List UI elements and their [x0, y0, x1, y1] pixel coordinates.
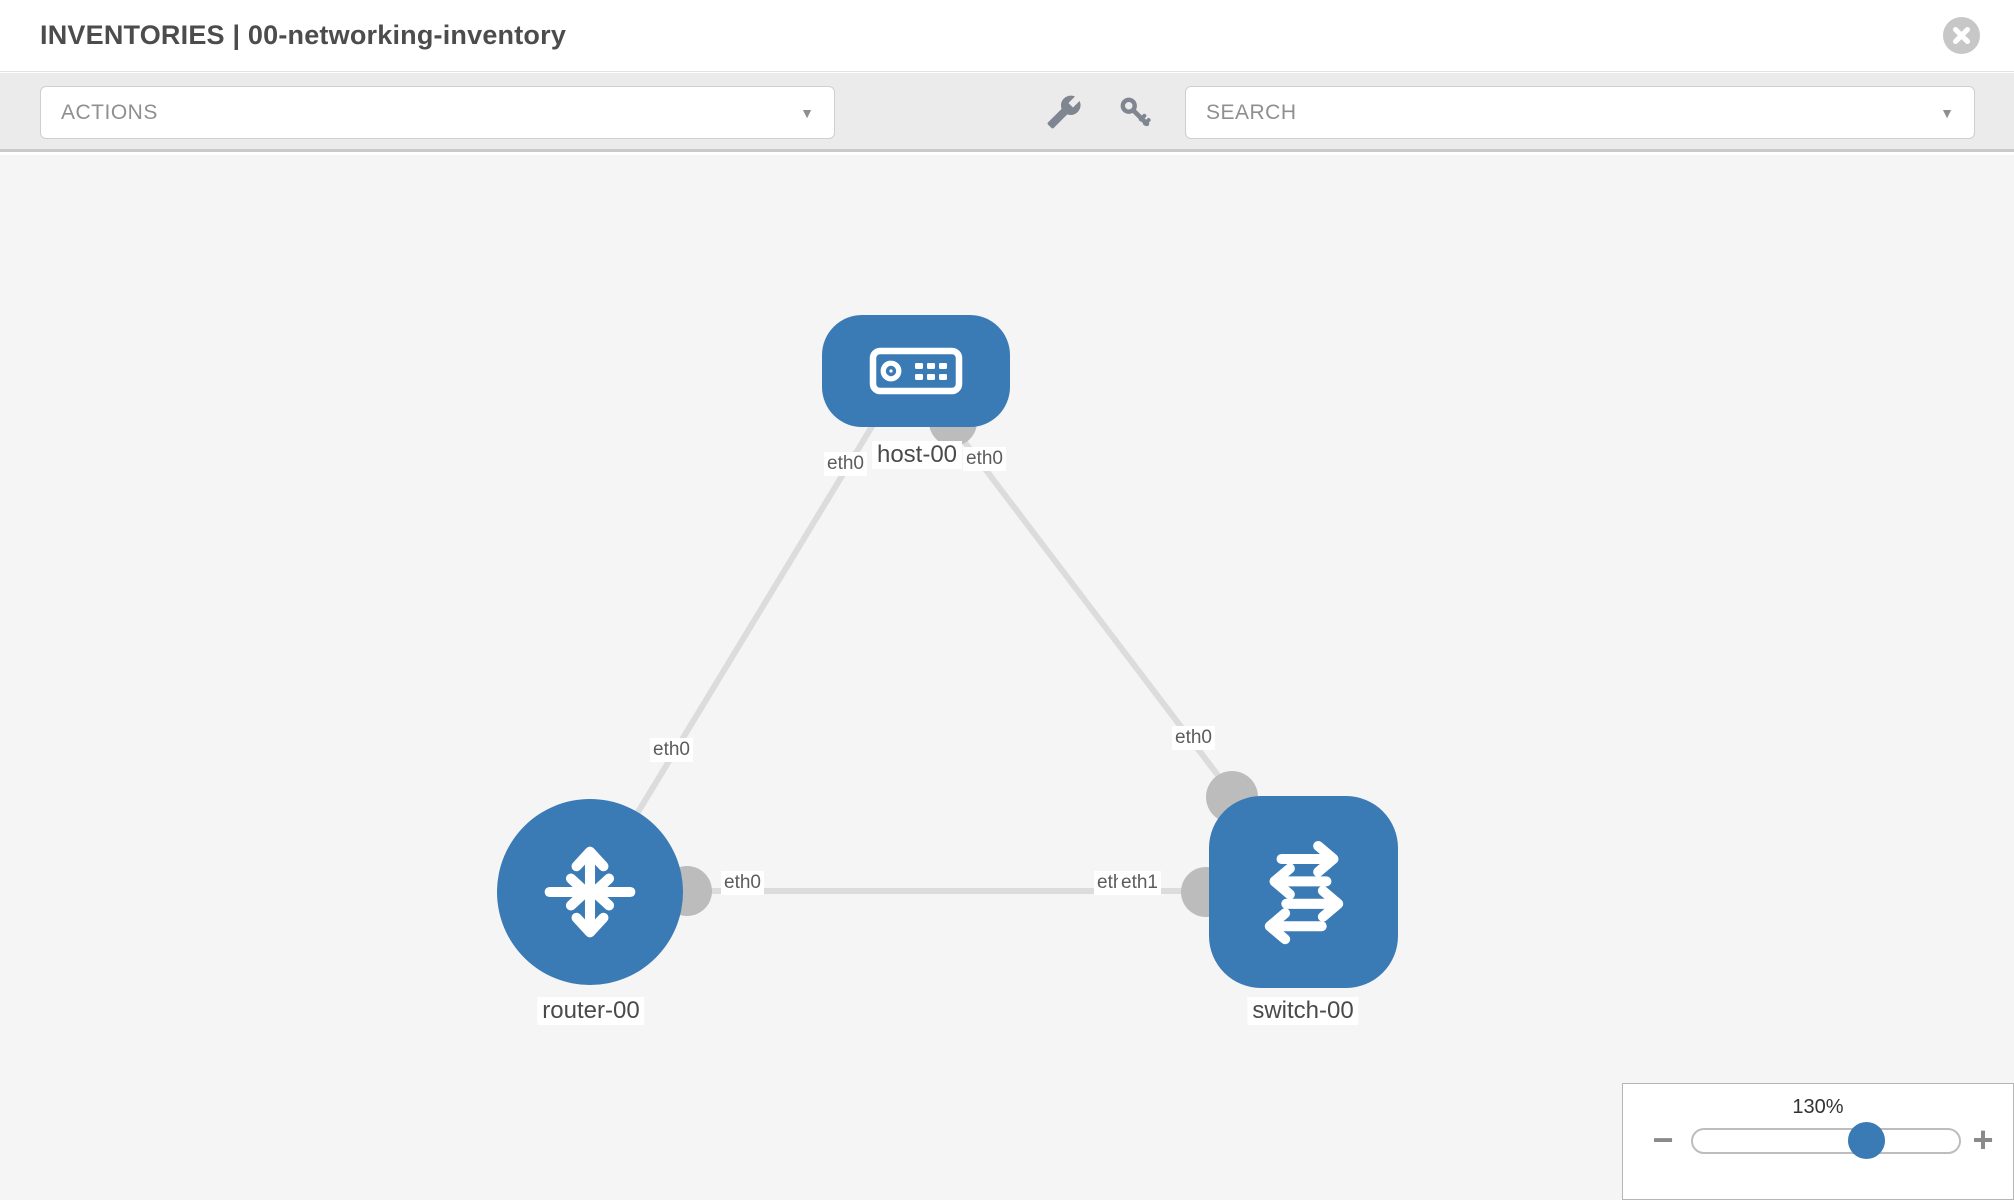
topology-canvas[interactable]: host-00 router-00 switch-00 eth0 eth0 et…	[0, 155, 2014, 1200]
plus-icon: +	[1972, 1119, 1994, 1160]
close-button[interactable]	[1943, 17, 1980, 54]
iface-label-host-router-router: eth0	[650, 738, 693, 762]
toolbar: ACTIONS ▼ SEARCH ▼	[0, 73, 2014, 152]
iface-label-router-switch-router: eth0	[721, 871, 764, 895]
zoom-out-button[interactable]: −	[1645, 1120, 1681, 1160]
zoom-slider-track[interactable]	[1691, 1122, 1961, 1159]
key-icon	[1120, 97, 1151, 126]
link-host-router	[609, 403, 888, 857]
node-label-router: router-00	[537, 997, 645, 1025]
chevron-down-icon: ▼	[1940, 104, 1954, 121]
iface-label-host-switch-switch: eth0	[1172, 726, 1215, 750]
close-icon	[1943, 17, 1980, 54]
zoom-control-panel: 130% − +	[1622, 1083, 2014, 1200]
configure-button[interactable]	[1045, 94, 1083, 132]
actions-dropdown[interactable]: ACTIONS ▼	[40, 86, 835, 139]
switch-icon	[1264, 840, 1343, 945]
router-icon	[544, 846, 636, 938]
iface-label-router-switch-switch-eth1: eth1	[1118, 871, 1161, 895]
minus-icon: −	[1652, 1119, 1674, 1160]
zoom-in-button[interactable]: +	[1965, 1120, 2001, 1160]
zoom-slider-thumb[interactable]	[1848, 1122, 1885, 1159]
node-host-00[interactable]	[822, 315, 1010, 427]
iface-label-host-switch-host: eth0	[963, 447, 1006, 471]
host-icon	[869, 347, 963, 395]
chevron-down-icon: ▼	[800, 104, 814, 121]
search-dropdown[interactable]: SEARCH ▼	[1185, 86, 1975, 139]
actions-dropdown-label: ACTIONS	[61, 100, 158, 124]
wrench-icon	[1047, 95, 1081, 129]
search-dropdown-label: SEARCH	[1206, 100, 1297, 124]
node-label-host: host-00	[871, 441, 963, 469]
node-switch-00[interactable]	[1209, 796, 1398, 988]
zoom-level-value: 130%	[1792, 1096, 1844, 1118]
page-title: INVENTORIES | 00-networking-inventory	[40, 20, 567, 50]
credentials-button[interactable]	[1116, 94, 1154, 132]
node-label-switch: switch-00	[1247, 997, 1359, 1025]
links	[609, 403, 1300, 894]
header: INVENTORIES | 00-networking-inventory	[0, 0, 2014, 72]
node-router-00[interactable]	[497, 799, 683, 985]
iface-label-host-router-host: eth0	[824, 452, 867, 476]
interface-connectors	[662, 398, 1258, 917]
topology-links-layer	[609, 398, 1300, 917]
